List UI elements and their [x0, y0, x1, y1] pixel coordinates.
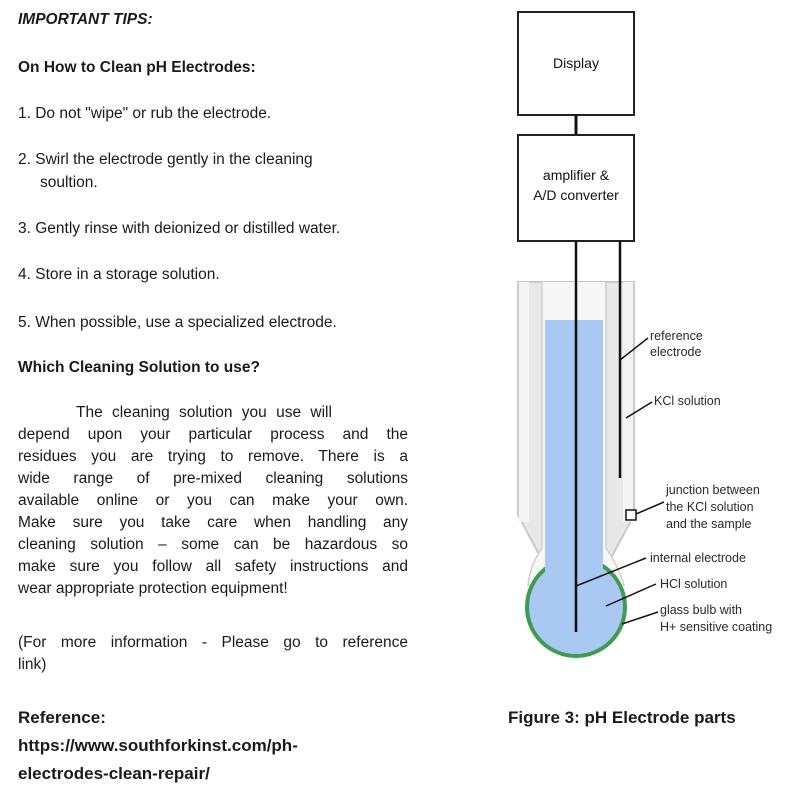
bulb-neck	[545, 545, 603, 575]
more-info-line: link)	[18, 656, 47, 673]
tube-highlight-right	[623, 282, 633, 522]
leader-bulb	[621, 611, 659, 625]
tip-2: 2. Swirl the electrode gently in the cle…	[18, 151, 313, 168]
tip-5: 5. When possible, use a specialized elec…	[18, 314, 337, 331]
reference-link-line-2: electrodes-clean-repair/	[18, 764, 210, 783]
tip-4: 4. Store in a storage solution.	[18, 266, 220, 283]
kcl-label: KCl solution	[654, 394, 721, 408]
paragraph-line: wear appropriate protection equipment!	[18, 580, 288, 597]
paragraph-line: available online or you can make your ow…	[18, 492, 408, 509]
electrode-figure: Display amplifier & A/D converter refer	[517, 11, 772, 658]
junction-label-1: junction between	[665, 483, 760, 497]
important-tips-title: IMPORTANT TIPS:	[18, 11, 153, 28]
hcl-label: HCl solution	[660, 577, 727, 591]
ph-electrode-diagram: Display amplifier & A/D converter refer	[420, 0, 800, 800]
paragraph-line: depend upon your particular process and …	[18, 426, 408, 443]
amplifier-box	[517, 134, 635, 242]
amplifier-label-2: A/D converter	[533, 187, 619, 203]
junction-marker	[625, 509, 637, 521]
more-info-line: (For more information - Please go to ref…	[18, 634, 408, 651]
reference-label: Reference:	[18, 708, 106, 727]
reference-label-2: electrode	[650, 345, 701, 359]
paragraph-line: The cleaning solution you use will	[76, 404, 332, 421]
amplifier-label-1: amplifier &	[543, 167, 610, 183]
display-box	[517, 11, 635, 116]
tip-2-continued: soultion.	[40, 174, 98, 191]
tube-highlight-left	[519, 282, 529, 522]
paragraph-line: Make sure you take care when handling an…	[18, 514, 408, 531]
leader-hcl	[605, 583, 657, 607]
tips-panel: IMPORTANT TIPS: On How to Clean pH Elect…	[18, 11, 408, 783]
leader-junction	[635, 501, 665, 515]
display-label: Display	[553, 55, 599, 71]
tip-1: 1. Do not "wipe" or rub the electrode.	[18, 105, 272, 122]
internal-electrode-label: internal electrode	[650, 551, 746, 565]
paragraph-line: cleaning solution – some can be hazardou…	[18, 536, 408, 553]
paragraph-line: make sure you follow all safety instruct…	[18, 558, 408, 575]
solution-paragraph: The cleaning solution you use will depen…	[18, 402, 408, 600]
figure-caption: Figure 3: pH Electrode parts	[508, 708, 736, 727]
reference-link-line-1: https://www.southforkinst.com/ph-	[18, 736, 298, 755]
bulb-label-1: glass bulb with	[660, 603, 742, 617]
leader-kcl	[625, 401, 653, 419]
tip-3: 3. Gently rinse with deionized or distil…	[18, 220, 341, 237]
paragraph-line: residues you are trying to remove. There…	[18, 448, 408, 465]
bulb-label-2: H+ sensitive coating	[660, 620, 772, 634]
solution-heading: Which Cleaning Solution to use?	[18, 359, 260, 376]
reference-label-1: reference	[650, 329, 703, 343]
inner-solution	[545, 320, 603, 560]
paragraph-line: wide range of pre-mixed cleaning solutio…	[18, 470, 408, 487]
more-info: (For more information - Please go to ref…	[18, 632, 408, 676]
junction-label-2: the KCl solution	[666, 500, 754, 514]
leader-internal	[575, 557, 647, 587]
junction-label-3: and the sample	[666, 517, 752, 531]
leader-reference	[619, 337, 649, 361]
clean-heading: On How to Clean pH Electrodes:	[18, 59, 256, 76]
